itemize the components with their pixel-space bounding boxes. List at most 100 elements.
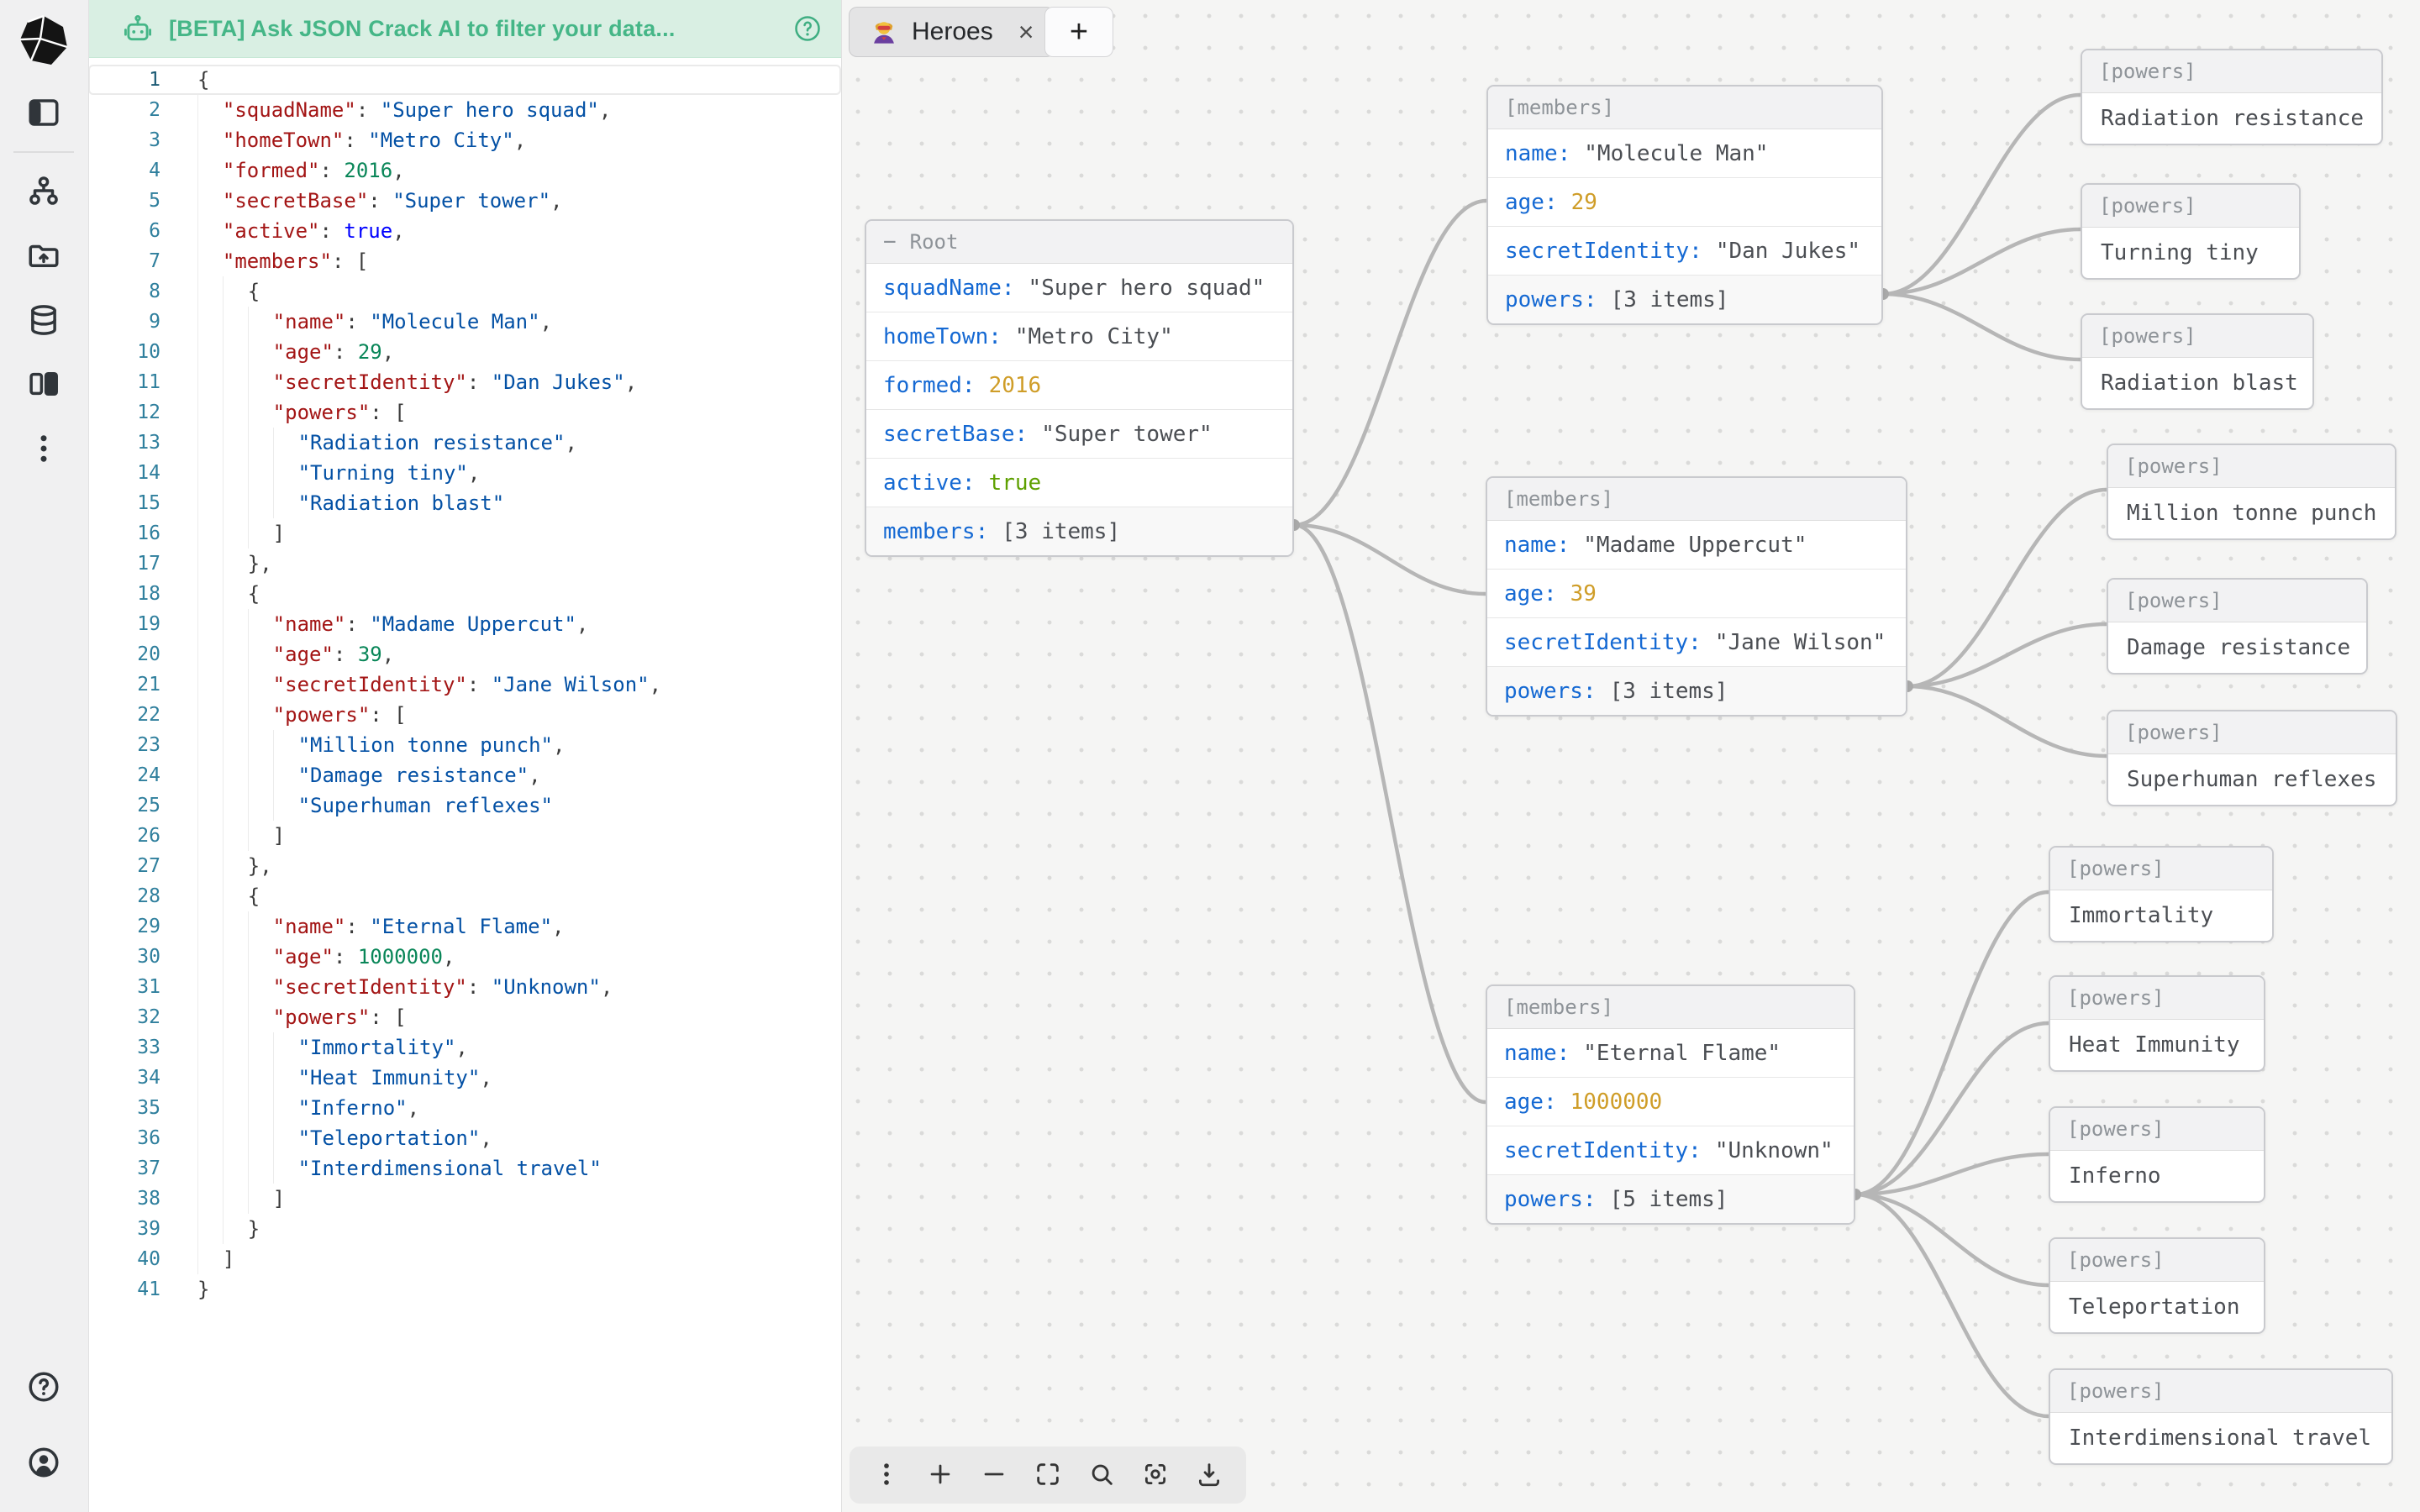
node-row-active[interactable]: active:true [866, 459, 1292, 507]
line-number: 24 [137, 764, 160, 786]
node-row-powers[interactable]: powers:[3 items] [1487, 667, 1906, 715]
code-text: "secretIdentity": "Jane Wilson", [186, 669, 661, 700]
node-header: [members] [1487, 986, 1854, 1029]
node-row-name[interactable]: name:"Eternal Flame" [1487, 1029, 1854, 1078]
json-code-editor[interactable]: 1{2"squadName": "Super hero squad",3"hom… [88, 58, 841, 1512]
editor-line: 18{ [88, 579, 841, 609]
row-key: name: [1505, 140, 1571, 166]
node-row-secretIdentity[interactable]: secretIdentity:"Dan Jukes" [1488, 227, 1881, 276]
compare-button[interactable] [18, 360, 69, 410]
center-focus-button[interactable] [1136, 1456, 1175, 1494]
graph-node-power-immortality[interactable]: [powers]Immortality [2049, 846, 2274, 942]
leaf-value[interactable]: Turning tiny [2101, 240, 2259, 265]
node-row-squadName[interactable]: squadName:"Super hero squad" [866, 264, 1292, 312]
question-circle-icon[interactable] [792, 13, 823, 44]
node-header: [powers] [2108, 580, 2366, 622]
leaf-value[interactable]: Immortality [2069, 903, 2214, 928]
graph-node-power-inferno[interactable]: [powers]Inferno [2049, 1106, 2265, 1203]
tab-heroes[interactable]: Heroes × [849, 7, 1055, 57]
graph-node-member-eternal-flame[interactable]: [members] name:"Eternal Flame"age:1000000… [1486, 984, 1855, 1225]
row-value: "Jane Wilson" [1714, 629, 1886, 655]
row-key: name: [1504, 532, 1570, 558]
code-text: ] [186, 518, 285, 549]
graph-node-power-radiation-resistance[interactable]: [powers]Radiation resistance [2081, 49, 2383, 145]
robot-icon [124, 15, 151, 41]
node-row-age[interactable]: age:29 [1488, 178, 1881, 227]
leaf-value[interactable]: Radiation blast [2101, 370, 2298, 396]
node-row-age[interactable]: age:39 [1487, 570, 1906, 618]
fullscreen-button[interactable] [1028, 1456, 1067, 1494]
editor-line: 11"secretIdentity": "Dan Jukes", [88, 367, 841, 397]
kebab-menu-button[interactable] [867, 1456, 906, 1494]
code-text: "powers": [ [186, 700, 407, 730]
tab-close-icon[interactable]: × [1018, 17, 1034, 47]
node-header-label: [members] [1504, 995, 1614, 1019]
zoom-in-icon [926, 1460, 955, 1491]
leaf-value[interactable]: Interdimensional travel [2069, 1425, 2372, 1451]
account-button[interactable] [18, 1438, 69, 1488]
node-row-age[interactable]: age:1000000 [1487, 1078, 1854, 1126]
node-header: [members] [1487, 478, 1906, 521]
editor-line: 13"Radiation resistance", [88, 428, 841, 458]
graph-view-button[interactable] [18, 166, 69, 217]
leaf-value[interactable]: Damage resistance [2127, 635, 2351, 660]
graph-node-power-turning-tiny[interactable]: [powers]Turning tiny [2081, 183, 2301, 280]
leaf-value[interactable]: Superhuman reflexes [2127, 767, 2377, 792]
graph-node-power-heat-immunity[interactable]: [powers]Heat Immunity [2049, 975, 2265, 1072]
leaf-value[interactable]: Heat Immunity [2069, 1032, 2240, 1058]
node-row-homeTown[interactable]: homeTown:"Metro City" [866, 312, 1292, 361]
node-row-powers[interactable]: powers:[5 items] [1487, 1175, 1854, 1223]
node-row-formed[interactable]: formed:2016 [866, 361, 1292, 410]
more-button[interactable] [18, 424, 69, 475]
node-header-label: [powers] [2099, 324, 2196, 348]
node-row-powers[interactable]: powers:[3 items] [1488, 276, 1881, 323]
node-row-name[interactable]: name:"Molecule Man" [1488, 129, 1881, 178]
editor-line: 1{ [88, 65, 841, 95]
open-file-button[interactable] [18, 231, 69, 281]
zoom-in-button[interactable] [921, 1456, 960, 1494]
code-text: "Radiation resistance", [186, 428, 577, 458]
sidebar [0, 0, 89, 1512]
graph-node-power-radiation-blast[interactable]: [powers] Radiation blast [2081, 313, 2314, 410]
help-button[interactable] [18, 1362, 69, 1413]
search-button[interactable] [1082, 1456, 1121, 1494]
graph-node-power-teleportation[interactable]: [powers]Teleportation [2049, 1237, 2265, 1334]
leaf-value[interactable]: Radiation resistance [2101, 106, 2365, 131]
download-button[interactable] [1190, 1456, 1228, 1494]
leaf-value[interactable]: Million tonne punch [2127, 501, 2377, 526]
node-row-secretBase[interactable]: secretBase:"Super tower" [866, 410, 1292, 459]
node-row-members[interactable]: members:[3 items] [866, 507, 1292, 555]
line-number: 38 [137, 1188, 160, 1210]
ai-filter-banner[interactable]: [BETA] Ask JSON Crack AI to filter your … [88, 0, 841, 58]
add-tab-button[interactable]: + [1044, 7, 1113, 57]
panel-toggle-button[interactable] [18, 88, 69, 139]
row-value: "Metro City" [1014, 323, 1173, 349]
code-text: "squadName": "Super hero squad", [186, 95, 611, 125]
node-row-secretIdentity[interactable]: secretIdentity:"Jane Wilson" [1487, 618, 1906, 667]
database-button[interactable] [18, 296, 69, 346]
row-key: active: [883, 470, 976, 496]
editor-pane: [BETA] Ask JSON Crack AI to filter your … [88, 0, 842, 1512]
line-number: 10 [137, 341, 160, 363]
zoom-out-button[interactable] [975, 1456, 1013, 1494]
line-number: 16 [137, 522, 160, 544]
node-row-name[interactable]: name: "Madame Uppercut" [1487, 521, 1906, 570]
node-row-secretIdentity[interactable]: secretIdentity:"Unknown" [1487, 1126, 1854, 1175]
leaf-value[interactable]: Inferno [2069, 1163, 2161, 1189]
row-key: powers: [1504, 678, 1597, 704]
database-icon [26, 302, 61, 340]
graph-node-power-interdimensional-travel[interactable]: [powers]Interdimensional travel [2049, 1368, 2393, 1465]
leaf-value[interactable]: Teleportation [2069, 1294, 2240, 1320]
jsoncrack-logo[interactable] [17, 13, 71, 67]
graph-node-power-million-tonne-punch[interactable]: [powers]Million tonne punch [2107, 444, 2396, 540]
editor-line: 38] [88, 1184, 841, 1214]
line-number: 8 [149, 281, 160, 302]
graph-node-power-superhuman-reflexes[interactable]: [powers]Superhuman reflexes [2107, 710, 2397, 806]
code-text: "Teleportation", [186, 1123, 492, 1153]
collapse-node-icon[interactable]: − [883, 229, 897, 255]
row-value: "Madame Uppercut" [1583, 532, 1807, 558]
graph-node-power-damage-resistance[interactable]: [powers] Damage resistance [2107, 578, 2368, 675]
